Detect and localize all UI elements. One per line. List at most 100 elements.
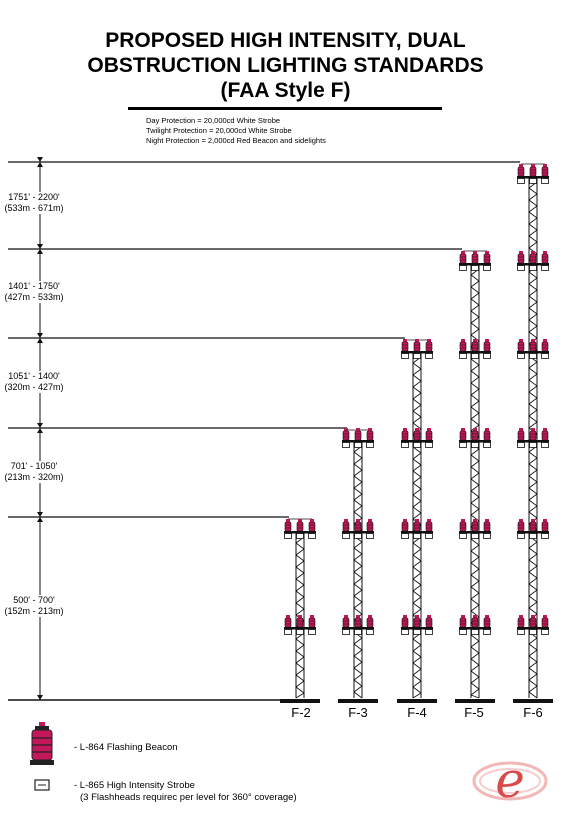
tower-lattice (412, 662, 422, 670)
tower-lattice (412, 410, 422, 418)
tower-lattice (528, 547, 538, 555)
tower-lattice (353, 583, 363, 591)
tower-lattice (528, 271, 538, 279)
tower-lattice (470, 310, 480, 318)
tower-lattice (470, 382, 480, 390)
strobe-icon (401, 629, 409, 635)
tower-crossarm (284, 531, 316, 534)
tower-lattice (295, 662, 305, 670)
strobe-icon (517, 442, 525, 448)
tower-lattice (528, 469, 538, 477)
beacon-icon (471, 617, 479, 628)
beacon-icon (356, 615, 360, 618)
range-m-3: (320m - 427m) (4, 382, 64, 392)
tower-lattice (470, 406, 480, 414)
tower-lattice (528, 403, 538, 411)
strobe-icon (541, 533, 549, 539)
tower-lattice (470, 460, 480, 468)
tower-label-f3: F-3 (348, 705, 368, 720)
strobe-icon (529, 442, 537, 448)
strobe-icon (459, 353, 467, 359)
beacon-icon (485, 339, 489, 342)
range-label-3: 1051' - 1400' (320m - 427m) (2, 371, 66, 393)
tower-lattice (470, 544, 480, 552)
beacon-icon (425, 521, 433, 532)
tower-lattice (412, 470, 422, 478)
legend-beacon-text: - L-864 Flashing Beacon (74, 742, 178, 753)
tower-lattice (528, 319, 538, 327)
tower-lattice (528, 559, 538, 567)
tower-lattice (353, 661, 363, 669)
tower-lattice (470, 538, 480, 546)
strobe-icon (342, 629, 350, 635)
tower-lattice (528, 685, 538, 693)
arrow-up-icon (37, 428, 43, 433)
strobe-icon (517, 265, 525, 271)
tower-lattice (295, 638, 305, 646)
tower-lattice (528, 541, 538, 549)
beacon-icon (284, 617, 292, 628)
tower-lattice (412, 680, 422, 688)
tower-lattice (528, 229, 538, 237)
tower-lattice (528, 637, 538, 645)
tower-lattice (470, 676, 480, 684)
tower-lattice (295, 650, 305, 658)
beacon-icon (415, 428, 419, 431)
beacon-icon (485, 615, 489, 618)
title-underline (128, 107, 442, 110)
tower-lattice (470, 658, 480, 666)
tower-label-f5: F-5 (464, 705, 484, 720)
title-line-3: (FAA Style F) (220, 79, 351, 102)
tower-lattice (528, 511, 538, 519)
tower-lattice (353, 511, 363, 519)
tower-lattice (412, 476, 422, 484)
beacon-icon (483, 617, 491, 628)
tower-crossarm (459, 627, 491, 630)
tower-lattice (295, 668, 305, 676)
beacon-icon (296, 521, 304, 532)
tower-lattice (353, 565, 363, 573)
tower-lattice (470, 364, 480, 372)
tower-lattice (528, 205, 538, 213)
tower-lattice (353, 499, 363, 507)
tower-lattice (470, 550, 480, 558)
beacon-icon (519, 519, 523, 522)
tower-lattice (412, 500, 422, 508)
beacon-icon (461, 519, 465, 522)
beacon-icon (415, 615, 419, 618)
tower-lattice (528, 307, 538, 315)
strobe-icon (541, 178, 549, 184)
strobe-icon (483, 629, 491, 635)
tower-lattice (470, 358, 480, 366)
tower-lattice (528, 301, 538, 309)
beacon-icon (541, 166, 549, 177)
tower-lattice (528, 595, 538, 603)
tower-lattice (470, 328, 480, 336)
tower-lattice (412, 494, 422, 502)
title-line-1: PROPOSED HIGH INTENSITY, DUAL (105, 29, 466, 52)
tower-lattice (470, 490, 480, 498)
strobe-icon (517, 353, 525, 359)
legend-strobe-note: (3 Flashheads requirec per level for 360… (80, 792, 297, 803)
beacon-icon (519, 251, 523, 254)
beacon-icon (344, 428, 348, 431)
tower-crossarm (517, 351, 549, 354)
tower-lattice (528, 199, 538, 207)
beacon-icon (342, 617, 350, 628)
tower-lattice (470, 598, 480, 606)
beacon-icon (519, 615, 523, 618)
beacon-icon (531, 428, 535, 431)
tower-lattice (295, 692, 305, 699)
tower-lattice (528, 313, 538, 321)
beacon-icon (401, 341, 409, 352)
strobe-icon (354, 533, 362, 539)
beacon-icon (517, 430, 525, 441)
strobe-icon (541, 442, 549, 448)
tower-lattice (353, 481, 363, 489)
tower-lattice (295, 644, 305, 652)
beacon-icon (519, 164, 523, 167)
beacon-icon (541, 430, 549, 441)
strobe-icon (425, 353, 433, 359)
e-logo-icon: e (472, 751, 548, 809)
legend-strobe-text: - L-865 High Intensity Strobe (74, 780, 195, 791)
